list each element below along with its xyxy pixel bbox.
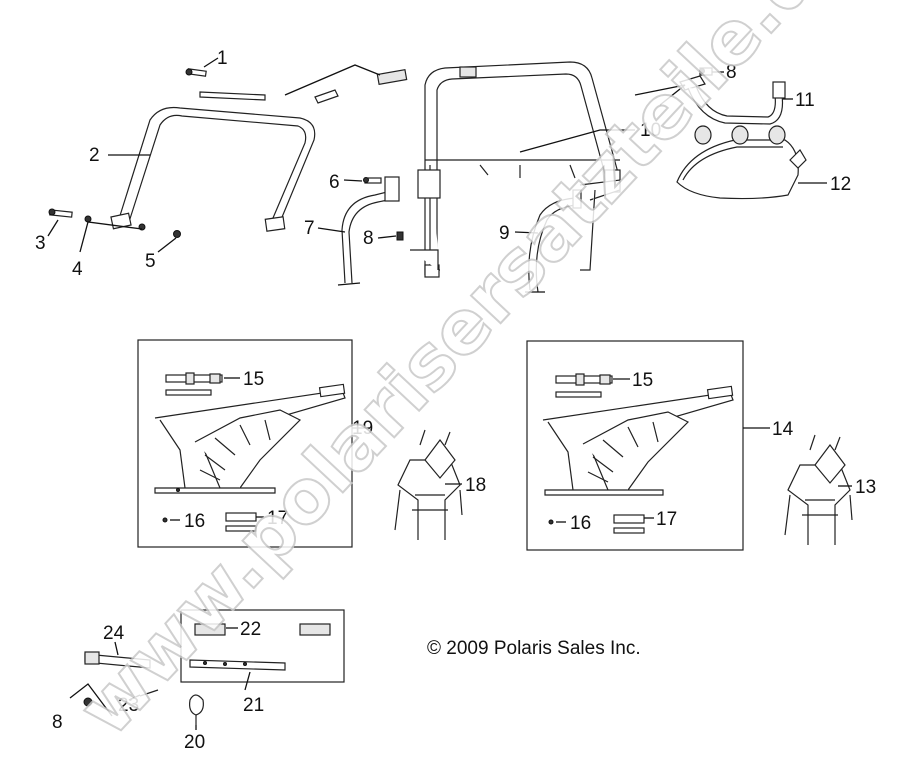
top-leader-lines (47, 57, 827, 253)
callout-21: 21 (243, 695, 264, 716)
callout-17a: 17 (267, 508, 288, 529)
pin-22-drawing (194, 623, 331, 636)
callout-8c: 8 (52, 712, 63, 733)
bolt-6-drawing (363, 177, 382, 184)
callout-1: 1 (217, 48, 228, 69)
washer-4a (84, 215, 92, 223)
hinge-pin-15-drawing (165, 372, 223, 396)
bolt-1-drawing (185, 68, 207, 77)
bracket-24-drawing (84, 651, 151, 669)
roll-cage-drawing (376, 61, 621, 278)
callout-22: 22 (240, 619, 261, 640)
right-side-bar-drawing (525, 189, 582, 293)
copyright-notice: © 2009 Polaris Sales Inc. (427, 638, 641, 659)
washer-16-drawing (162, 517, 168, 523)
callout-8a: 8 (363, 228, 374, 249)
callout-3: 3 (35, 233, 46, 254)
bracket-21-drawing (189, 659, 286, 671)
cargo-tray-12-drawing (676, 125, 807, 200)
washer-16b-drawing (548, 519, 554, 525)
left-side-bar-drawing (337, 176, 439, 286)
callout-13: 13 (855, 477, 876, 498)
callout-14: 14 (772, 419, 794, 440)
bolt-3-drawing (48, 208, 73, 218)
callout-16a: 16 (184, 511, 205, 532)
nut-8-bottom (83, 697, 93, 707)
callout-9: 9 (499, 223, 510, 244)
callout-17b: 17 (656, 509, 677, 530)
callout-16b: 16 (570, 513, 591, 534)
door-frame-14-drawing (542, 385, 734, 496)
kit-box-21 (180, 609, 345, 683)
callout-23: 23 (118, 695, 139, 716)
hinge-pin-15b-drawing (555, 373, 613, 398)
front-hoop-drawing (110, 89, 339, 232)
callout-12: 12 (830, 174, 851, 195)
bolt-23-drawing (139, 689, 159, 697)
callout-18: 18 (465, 475, 486, 496)
latch-17b-drawing (613, 514, 645, 534)
callout-19: 19 (352, 418, 373, 439)
callout-6: 6 (329, 172, 340, 193)
rear-bar-11-drawing (679, 67, 786, 125)
clip-20-drawing (189, 694, 204, 725)
kit-box-19 (137, 339, 353, 548)
kit-box-14 (526, 340, 744, 551)
callout-10: 10 (640, 120, 661, 141)
callout-11: 11 (795, 90, 815, 111)
callout-15b: 15 (632, 370, 653, 391)
callout-24: 24 (103, 623, 125, 644)
nut-5 (173, 230, 181, 238)
door-18-drawing (394, 429, 463, 540)
callout-15a: 15 (243, 369, 264, 390)
callout-20: 20 (184, 732, 205, 753)
bottom-leader-lines (69, 627, 251, 730)
callout-7: 7 (304, 218, 315, 239)
callout-5: 5 (145, 251, 156, 272)
middle-leader-lines (170, 377, 852, 523)
door-13-drawing (784, 434, 853, 545)
callout-8b: 8 (726, 62, 737, 83)
door-frame-19-drawing (154, 383, 346, 494)
callout-2: 2 (89, 145, 100, 166)
callout-4: 4 (72, 259, 83, 280)
